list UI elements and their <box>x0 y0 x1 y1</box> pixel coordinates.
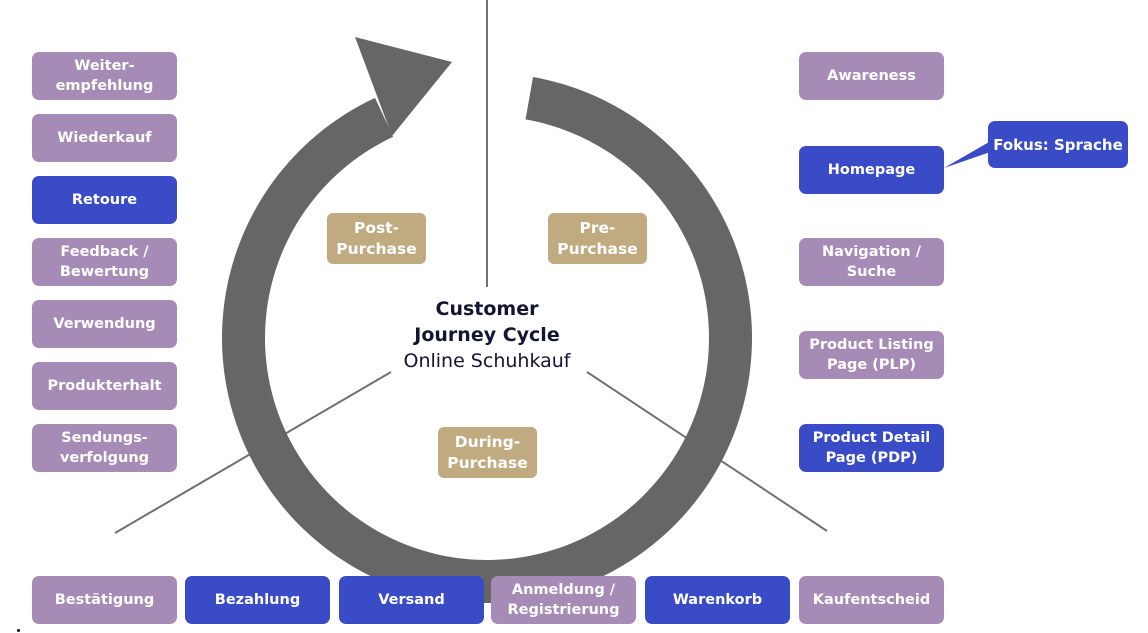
step-kaufentscheid[interactable]: Kaufentscheid <box>799 576 944 624</box>
title-line-2: Journey Cycle <box>414 324 560 346</box>
step-retoure[interactable]: Retoure <box>32 176 177 224</box>
step-feedback-bewertung[interactable]: Feedback / Bewertung <box>32 238 177 286</box>
phase-pre-purchase: Pre- Purchase <box>548 213 647 264</box>
step-verwendung[interactable]: Verwendung <box>32 300 177 348</box>
step-navigation-suche[interactable]: Navigation / Suche <box>799 238 944 286</box>
step-bezahlung[interactable]: Bezahlung <box>185 576 330 624</box>
step-homepage[interactable]: Homepage <box>799 146 944 194</box>
title-subtitle: Online Schuhkauf <box>403 350 571 372</box>
cycle-title: Customer Journey Cycle Online Schuhkauf <box>387 296 587 374</box>
step-anmeldung-registrierung[interactable]: Anmeldung / Registrierung <box>491 576 636 624</box>
step-wiederkauf[interactable]: Wiederkauf <box>32 114 177 162</box>
step-product-detail-page[interactable]: Product Detail Page (PDP) <box>799 424 944 472</box>
callout-tail <box>944 138 996 168</box>
cycle-arrow-head-icon <box>355 37 452 136</box>
step-versand[interactable]: Versand <box>339 576 484 624</box>
step-produkterhalt[interactable]: Produkterhalt <box>32 362 177 410</box>
step-awareness[interactable]: Awareness <box>799 52 944 100</box>
step-product-listing-page[interactable]: Product Listing Page (PLP) <box>799 331 944 379</box>
callout-fokus-sprache: Fokus: Sprache <box>988 121 1128 168</box>
step-weiterempfehlung[interactable]: Weiter- empfehlung <box>32 52 177 100</box>
phase-during-purchase: During- Purchase <box>438 427 537 478</box>
step-warenkorb[interactable]: Warenkorb <box>645 576 790 624</box>
phase-post-purchase: Post- Purchase <box>327 213 426 264</box>
title-line-1: Customer <box>435 298 539 320</box>
step-bestaetigung[interactable]: Bestätigung <box>32 576 177 624</box>
step-sendungsverfolgung[interactable]: Sendungs- verfolgung <box>32 424 177 472</box>
stray-dot <box>17 629 20 632</box>
